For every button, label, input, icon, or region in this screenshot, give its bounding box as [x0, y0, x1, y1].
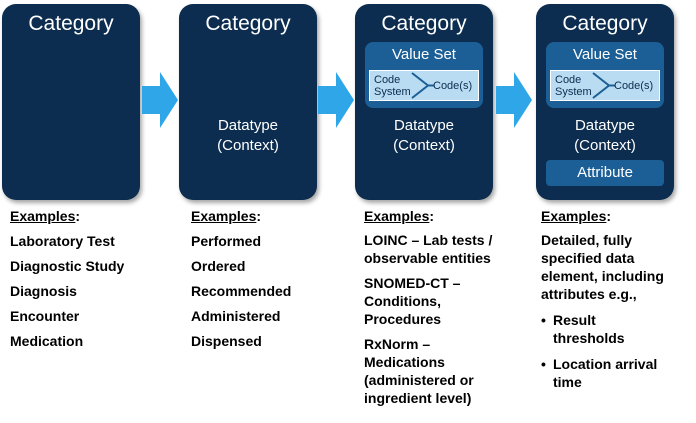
- example-line: Location arrival: [553, 356, 658, 372]
- example-line: Conditions,: [364, 293, 441, 309]
- example-item: Diagnosis: [10, 283, 77, 299]
- code-system-label: Code System: [374, 74, 411, 98]
- example-item: Laboratory Test: [10, 233, 115, 249]
- example-block-snomed: SNOMED-CT – Conditions, Procedures: [364, 274, 492, 328]
- examples-heading-text: Examples: [364, 208, 430, 224]
- example-line: specified data: [541, 250, 635, 266]
- bullet-item-location-arrival: • Location arrival time: [541, 355, 664, 391]
- context-text: (Context): [393, 137, 455, 154]
- code-system-box: Code System Code(s): [550, 70, 660, 101]
- category-title: Category: [205, 12, 291, 35]
- category-title: Category: [562, 12, 648, 35]
- code-system-box: Code System Code(s): [369, 70, 479, 101]
- examples-column-4: Examples: Detailed, fully specified data…: [541, 206, 664, 391]
- category-title: Category: [381, 12, 467, 35]
- bullet-icon: •: [541, 356, 546, 372]
- example-line: observable entities: [364, 250, 491, 266]
- example-item: Medication: [10, 333, 84, 349]
- attribute-box: Attribute: [546, 160, 664, 186]
- examples-heading: Examples:: [364, 208, 435, 224]
- value-set-label: Value Set: [392, 46, 456, 63]
- datatype-text: Datatype: [217, 117, 279, 134]
- examples-heading-text: Examples: [541, 208, 607, 224]
- example-item: Dispensed: [191, 333, 262, 349]
- example-item: Administered: [191, 308, 281, 324]
- examples-heading: Examples:: [10, 208, 81, 224]
- example-line: Detailed, fully: [541, 232, 633, 248]
- category-title: Category: [28, 12, 114, 35]
- bullet-item-result-thresholds: • Result thresholds: [541, 311, 664, 347]
- example-item: Ordered: [191, 258, 246, 274]
- context-text: (Context): [217, 137, 279, 154]
- examples-heading-text: Examples: [191, 208, 257, 224]
- example-line: ingredient level): [364, 390, 472, 406]
- datatype-label: Datatype (Context): [179, 116, 317, 156]
- category-card-3: Category Value Set Code System Code(s) D…: [355, 4, 493, 200]
- code-text: Code: [374, 74, 401, 86]
- value-set-box: Value Set Code System Code(s): [365, 42, 483, 108]
- examples-heading-text: Examples: [10, 208, 76, 224]
- examples-column-2: Examples: Performed Ordered Recommended …: [191, 206, 291, 354]
- right-arrow-icon: [496, 72, 532, 128]
- example-line: SNOMED-CT –: [364, 275, 461, 291]
- datatype-label: Datatype (Context): [536, 116, 674, 156]
- code-mapping-arrow-icon: [592, 72, 615, 99]
- example-line: element, including: [541, 268, 664, 284]
- bullet-icon: •: [541, 312, 546, 328]
- example-line: Result: [553, 312, 596, 328]
- example-intro: Detailed, fully specified data element, …: [541, 231, 664, 303]
- datatype-text: Datatype: [574, 117, 636, 134]
- right-arrow-icon: [142, 72, 178, 128]
- examples-column-1: Examples: Laboratory Test Diagnostic Stu…: [10, 206, 124, 354]
- example-line: Medications: [364, 354, 445, 370]
- code-mapping-arrow-icon: [411, 72, 434, 99]
- example-line: RxNorm –: [364, 336, 431, 352]
- examples-heading: Examples:: [541, 208, 612, 224]
- example-line: time: [553, 374, 582, 390]
- system-text: System: [555, 86, 592, 98]
- datatype-text: Datatype: [393, 117, 455, 134]
- example-item: Performed: [191, 233, 262, 249]
- examples-column-3: Examples: LOINC – Lab tests / observable…: [364, 206, 492, 407]
- example-line: attributes e.g.,: [541, 286, 637, 302]
- datatype-label: Datatype (Context): [355, 116, 493, 156]
- example-line: LOINC – Lab tests /: [364, 232, 493, 248]
- example-line: thresholds: [553, 330, 625, 346]
- right-arrow-icon: [318, 72, 354, 128]
- codes-label: Code(s): [614, 80, 654, 92]
- code-system-label: Code System: [555, 74, 592, 98]
- example-block-loinc: LOINC – Lab tests / observable entities: [364, 231, 492, 267]
- codes-label: Code(s): [433, 80, 473, 92]
- example-line: (administered or: [364, 372, 474, 388]
- example-item: Recommended: [191, 283, 292, 299]
- examples-heading: Examples:: [191, 208, 262, 224]
- category-card-2: Category Datatype (Context): [179, 4, 317, 200]
- example-line: Procedures: [364, 311, 442, 327]
- example-item: Encounter: [10, 308, 80, 324]
- category-card-4: Category Value Set Code System Code(s) D…: [536, 4, 674, 200]
- example-item: Diagnostic Study: [10, 258, 125, 274]
- example-block-rxnorm: RxNorm – Medications (administered or in…: [364, 335, 492, 407]
- system-text: System: [374, 86, 411, 98]
- value-set-box: Value Set Code System Code(s): [546, 42, 664, 108]
- value-set-label: Value Set: [573, 46, 637, 63]
- code-text: Code: [555, 74, 582, 86]
- category-card-1: Category: [2, 4, 140, 200]
- context-text: (Context): [574, 137, 636, 154]
